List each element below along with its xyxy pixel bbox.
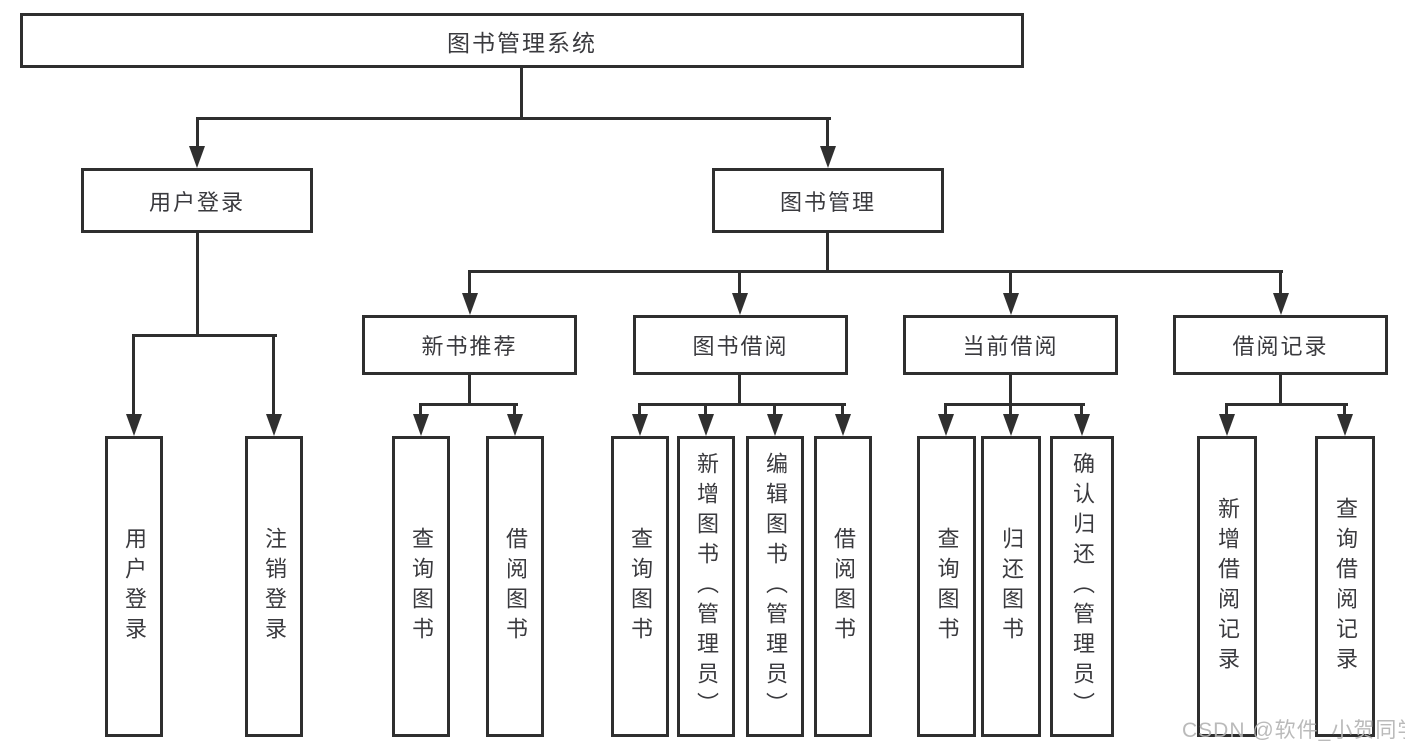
csdn-watermark: CSDN @软件_小贺同学	[1182, 719, 1405, 742]
arrow-down-icon	[732, 293, 748, 315]
node-label: 查询图书	[409, 526, 434, 647]
connector-drop-leaf	[704, 403, 707, 417]
connector-root-stem	[520, 68, 523, 117]
node-label: 查询图书	[628, 526, 653, 647]
arrow-down-icon	[126, 414, 142, 436]
arrow-down-icon	[413, 414, 429, 436]
node-book-management-system: 图书管理系统	[20, 13, 1024, 68]
connector-bookmgmt-stem	[826, 233, 829, 273]
arrow-down-icon	[1003, 293, 1019, 315]
connector-drop-leaf	[1080, 403, 1083, 417]
connector-drop-branch	[1009, 270, 1012, 296]
leaf-confirm-return-admin: 确认归还（管理员）	[1050, 436, 1114, 737]
node-label: 图书借阅	[692, 334, 789, 359]
node-borrowing-records: 借阅记录	[1173, 315, 1388, 375]
connector-drop-leaf	[272, 334, 275, 416]
connector-drop-leaf	[1225, 403, 1228, 417]
arrow-down-icon	[1003, 414, 1019, 436]
connector-drop-leaf	[638, 403, 641, 417]
node-label: 查询借阅记录	[1333, 496, 1358, 677]
leaf-query-borrow-record: 查询借阅记录	[1315, 436, 1375, 737]
connector-drop-leaf	[419, 403, 422, 417]
node-label: 当前借阅	[962, 334, 1059, 359]
leaf-add-books-admin: 新增图书（管理员）	[677, 436, 735, 737]
arrow-down-icon	[698, 414, 714, 436]
node-label: 图书管理系统	[447, 29, 597, 56]
connector-newbook-rail	[419, 403, 518, 406]
connector-bookmgmt-rail	[468, 270, 1283, 273]
connector-drop-branch	[468, 270, 471, 296]
node-label: 图书管理	[779, 189, 876, 215]
arrow-down-icon	[835, 414, 851, 436]
node-label: 新增图书（管理员）	[694, 451, 719, 722]
connector-drop-branch	[1279, 270, 1282, 296]
arrow-down-icon	[938, 414, 954, 436]
node-label: 新增借阅记录	[1215, 496, 1240, 677]
node-book-borrowing: 图书借阅	[633, 315, 848, 375]
node-label: 用户登录	[148, 189, 245, 215]
connector-drop-branch	[738, 270, 741, 296]
connector-current-stem	[1009, 375, 1012, 406]
leaf-query-books-1: 查询图书	[392, 436, 450, 737]
arrow-down-icon	[462, 293, 478, 315]
node-label: 借阅图书	[831, 526, 856, 647]
arrow-down-icon	[189, 146, 205, 168]
arrow-down-icon	[632, 414, 648, 436]
arrow-down-icon	[767, 414, 783, 436]
leaf-borrow-books-1: 借阅图书	[486, 436, 544, 737]
connector-records-stem	[1279, 375, 1282, 406]
node-user-login-branch: 用户登录	[81, 168, 313, 233]
leaf-edit-books-admin: 编辑图书（管理员）	[746, 436, 804, 737]
node-label: 编辑图书（管理员）	[763, 451, 788, 722]
leaf-add-borrow-record: 新增借阅记录	[1197, 436, 1257, 737]
connector-drop-book-mgmt	[826, 117, 829, 150]
arrow-down-icon	[1219, 414, 1235, 436]
connector-drop-leaf	[1343, 403, 1346, 417]
node-label: 借阅图书	[503, 526, 528, 647]
connector-newbook-stem	[468, 375, 471, 406]
node-label: 查询图书	[934, 526, 960, 647]
connector-borrowing-stem	[738, 375, 741, 406]
node-label: 用户登录	[122, 526, 147, 647]
node-label: 新书推荐	[421, 334, 518, 359]
arrow-down-icon	[820, 146, 836, 168]
node-label: 借阅记录	[1232, 334, 1329, 359]
connector-drop-leaf	[944, 403, 947, 417]
node-label: 确认归还（管理员）	[1070, 451, 1095, 722]
node-label: 归还图书	[999, 526, 1024, 647]
connector-records-rail	[1225, 403, 1348, 406]
leaf-user-login: 用户登录	[105, 436, 163, 737]
connector-drop-leaf	[841, 403, 844, 417]
arrow-down-icon	[507, 414, 523, 436]
leaf-query-books-2: 查询图书	[611, 436, 669, 737]
connector-userlogin-stem	[196, 233, 199, 337]
arrow-down-icon	[1273, 293, 1289, 315]
node-new-book-recommendation: 新书推荐	[362, 315, 577, 375]
connector-drop-user-login	[196, 117, 199, 150]
connector-drop-leaf	[773, 403, 776, 417]
connector-current-rail	[944, 403, 1085, 406]
node-book-management-branch: 图书管理	[712, 168, 944, 233]
leaf-borrow-books-2: 借阅图书	[814, 436, 872, 737]
arrow-down-icon	[266, 414, 282, 436]
connector-drop-leaf	[1009, 403, 1012, 417]
node-label: 注销登录	[262, 526, 287, 647]
leaf-logout: 注销登录	[245, 436, 303, 737]
connector-borrowing-rail	[638, 403, 846, 406]
arrow-down-icon	[1337, 414, 1353, 436]
connector-root-rail	[196, 117, 831, 120]
connector-drop-leaf	[132, 334, 135, 416]
connector-drop-leaf	[513, 403, 516, 417]
leaf-return-books: 归还图书	[981, 436, 1041, 737]
leaf-query-books-3: 查询图书	[917, 436, 976, 737]
connector-userlogin-rail	[132, 334, 277, 337]
node-current-borrowing: 当前借阅	[903, 315, 1118, 375]
arrow-down-icon	[1074, 414, 1090, 436]
